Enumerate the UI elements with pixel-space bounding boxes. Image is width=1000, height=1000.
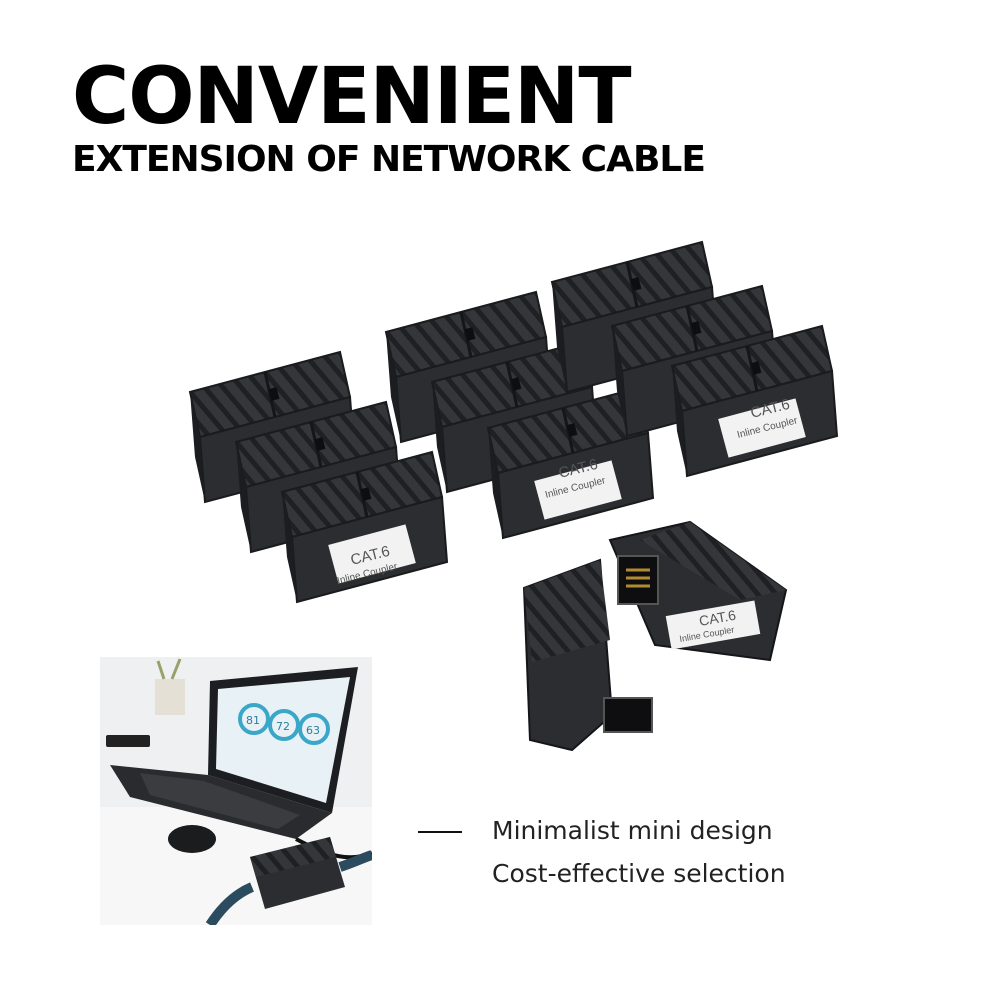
feature-divider-line xyxy=(418,831,462,833)
lifestyle-photo: 81 72 63 xyxy=(100,657,372,925)
subheadline: EXTENSION OF NETWORK CABLE xyxy=(72,139,706,180)
headline: CONVENIENT xyxy=(72,52,632,142)
coupler-group-front xyxy=(522,520,788,752)
feature-item: Minimalist mini design xyxy=(492,816,773,845)
gauge-3-value: 63 xyxy=(306,724,320,737)
gauge-2-value: 72 xyxy=(276,720,290,733)
gauge-1-value: 81 xyxy=(246,714,260,727)
label-cat6-front: CAT.6 xyxy=(698,607,738,629)
feature-item: Cost-effective selection xyxy=(492,859,786,888)
